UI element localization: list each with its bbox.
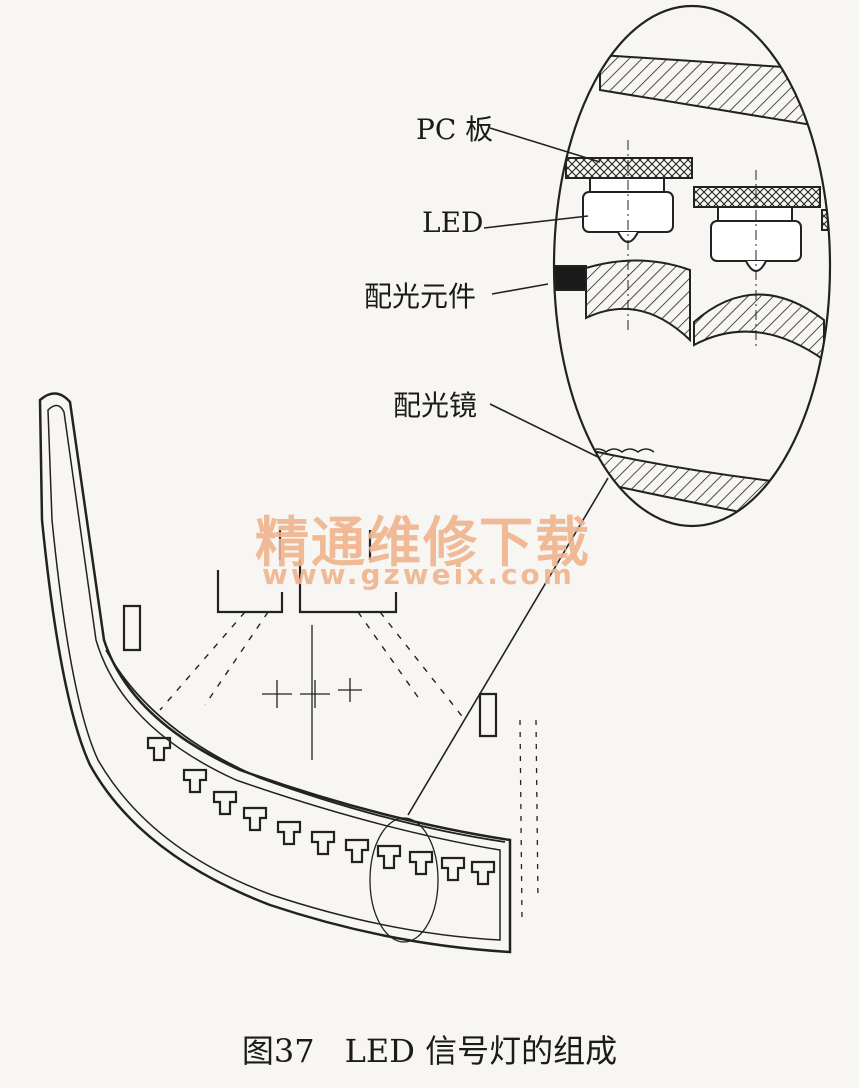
leader-lines <box>407 127 609 816</box>
side-bracket-right <box>478 692 498 738</box>
beam-right <box>357 611 466 721</box>
side-bracket-left <box>122 604 142 652</box>
leader-optic <box>491 283 549 295</box>
pc-board-3 <box>821 209 830 231</box>
leader-lens <box>489 403 601 459</box>
optic-arc-2 <box>693 293 825 362</box>
label-led: LED <box>422 206 484 239</box>
label-pc-board: PC 板 <box>416 113 494 146</box>
pc-board-1 <box>565 157 693 179</box>
optic-arc-1 <box>585 259 691 343</box>
leader-led <box>483 215 589 229</box>
housing-section <box>599 53 830 130</box>
lamp-inner-shell <box>47 404 501 941</box>
figure-caption: 图37 LED 信号灯的组成 <box>0 1026 859 1072</box>
right-dashes <box>519 719 539 921</box>
leader-pc <box>489 127 601 163</box>
crosshairs <box>262 625 362 760</box>
leader-zoom <box>407 477 609 816</box>
beam-left <box>159 611 269 711</box>
label-optical-element: 配光元件 <box>364 280 477 313</box>
pc-board-2 <box>693 186 821 208</box>
zoom-target <box>369 817 439 943</box>
magnifier-outline <box>552 4 832 528</box>
optical-element-block <box>554 265 587 291</box>
label-lens: 配光镜 <box>393 389 478 422</box>
figure-number: 图37 <box>241 1032 315 1070</box>
led-component-2 <box>710 170 802 350</box>
lamp-body <box>38 392 539 954</box>
lamp-cover-line <box>105 649 506 843</box>
detail-magnifier <box>552 4 832 528</box>
lamp-outer-shell <box>38 392 512 954</box>
led-component-1 <box>582 140 674 330</box>
watermark-title: 精通维修下载 <box>255 511 591 574</box>
housing-bracket <box>216 530 398 614</box>
watermark-url: www.gzweix.com <box>262 558 575 591</box>
figure-title: LED 信号灯的组成 <box>344 1032 618 1070</box>
led-row <box>146 736 496 886</box>
